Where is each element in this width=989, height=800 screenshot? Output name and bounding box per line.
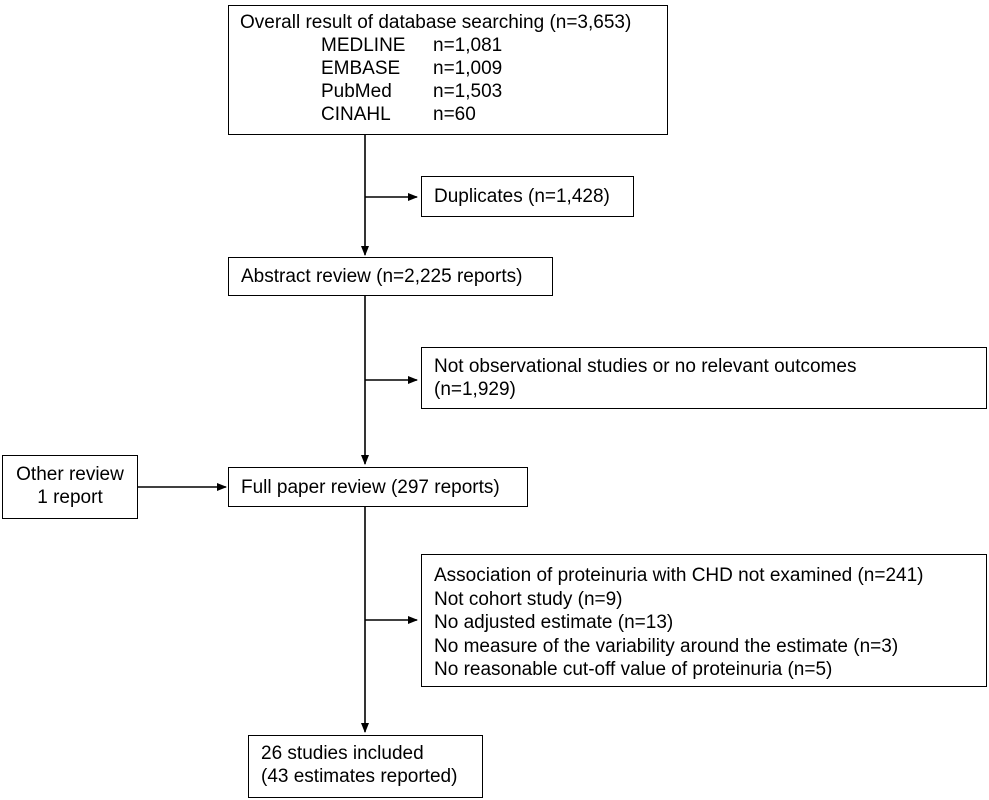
source-name: MEDLINE [321,35,406,56]
included-line: 26 studies included [261,743,424,764]
database-search-box: Overall result of database searching (n=… [228,5,668,135]
source-row: EMBASE n=1,009 [321,57,667,80]
database-sources-list: MEDLINE n=1,081 EMBASE n=1,009 PubMed n=1,5… [240,34,667,126]
source-name: PubMed [321,81,392,102]
exclusion-reason: No reasonable cut-off value of proteinur… [434,659,833,680]
source-name: EMBASE [321,58,401,79]
duplicates-box: Duplicates (n=1,428) [421,176,634,217]
exclusion-reason: No adjusted estimate (n=13) [434,612,674,633]
exclusion-reason: Not cohort study (n=9) [434,588,623,610]
exclusion-reason: Association of proteinuria with CHD not … [434,565,924,586]
source-count: n=60 [433,104,476,125]
source-count: n=1,081 [433,35,503,56]
not-observational-line: Not observational studies or no relevant… [434,356,857,377]
source-count: n=1,009 [433,58,503,79]
source-row: CINAHL n=60 [321,103,667,126]
exclusion-reason: No measure of the variability around the… [434,635,899,657]
database-search-title: Overall result of database searching (n=… [240,12,632,33]
abstract-review-box: Abstract review (n=2,225 reports) [228,257,553,296]
other-review-line: Other review [16,464,124,485]
full-paper-review-text: Full paper review (297 reports) [241,477,500,498]
other-review-box: Other review 1 report [2,455,138,519]
source-count: n=1,503 [433,81,503,102]
included-studies-box: 26 studies included (43 estimates report… [248,735,483,798]
source-row: MEDLINE n=1,081 [321,34,667,57]
source-row: PubMed n=1,503 [321,80,667,103]
full-paper-review-box: Full paper review (297 reports) [228,467,528,507]
source-name: CINAHL [321,104,391,125]
duplicates-text: Duplicates (n=1,428) [434,186,610,207]
not-observational-box: Not observational studies or no relevant… [421,347,987,409]
not-observational-line: (n=1,929) [434,379,516,400]
abstract-review-text: Abstract review (n=2,225 reports) [241,266,523,287]
included-line: (43 estimates reported) [261,766,458,787]
exclusions-box: Association of proteinuria with CHD not … [421,554,987,687]
other-review-line: 1 report [37,487,103,508]
